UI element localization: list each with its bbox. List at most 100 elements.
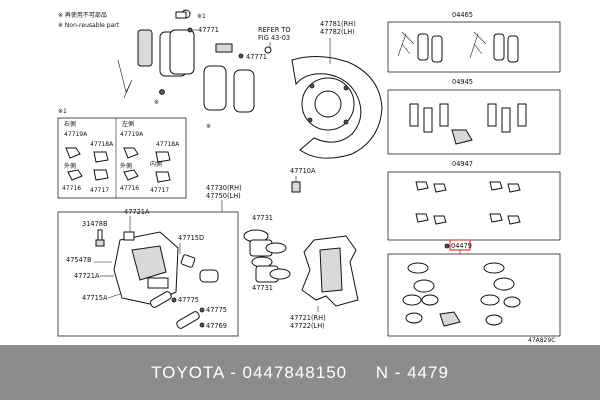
parts-diagram: ※ 再使用不可部品 ※ Non-reusable part ※1 ※ 47771… (57, 9, 561, 344)
kit-04945-number: 04945 (452, 78, 473, 86)
kit-04947-clip-1 (415, 181, 429, 191)
kit-04479-grease (439, 311, 461, 327)
brake-pad-right (233, 69, 255, 113)
inset-l-47718a: 47718A (156, 141, 180, 148)
legend: ※ 再使用不可部品 ※ Non-reusable part ※1 (58, 11, 206, 29)
label-47715d: 47715D (178, 234, 204, 242)
label-47721a-top: 47721A (124, 208, 150, 216)
hole-4 (343, 119, 349, 125)
bleeder-cap (95, 239, 105, 247)
legend-line-1: ※ 再使用不可部品 (58, 11, 107, 19)
hole-3 (307, 117, 313, 123)
inset-l-47717: 47717 (150, 187, 169, 194)
caliper-bracket-assembly: 47721(RH) 47722(LH) (290, 235, 359, 330)
kit-04947-clip-8 (507, 215, 521, 225)
clip-l4 (155, 171, 171, 183)
label-47731-b: 47731 (252, 284, 273, 292)
kit-04465-pad-4 (507, 35, 519, 63)
kit-04479-ring-4 (485, 314, 503, 326)
label-47775-b: 47775 (206, 306, 227, 314)
caliper-assembly-label: 47730(RH) 47750(LH) 47710A (206, 167, 316, 212)
kit-04479-ring-1 (421, 294, 439, 306)
label-47750: 47750(LH) (206, 192, 241, 200)
kit-04945-shim-1 (409, 103, 419, 127)
kit-04465-pad-1 (417, 33, 429, 61)
kit-04947-clip-2 (433, 183, 447, 193)
slide-pin (176, 311, 200, 329)
pad-assembly-rear: 47771 ※ (203, 43, 272, 130)
kit-04947-clip-7 (489, 213, 503, 223)
inset-l-47716: 47716 (120, 185, 139, 192)
kit-04465-pad-2 (431, 35, 443, 63)
bullet-47775-a (171, 297, 177, 303)
inset-r-47719a: 47719A (64, 131, 88, 138)
anti-rattle-spring (117, 59, 133, 99)
kit-04479-boot-2 (483, 262, 505, 274)
label-47769: 47769 (206, 322, 227, 330)
clip-r2 (93, 151, 109, 163)
kit-04947: 04947 (387, 160, 561, 241)
clip-l2 (155, 151, 171, 163)
label-47722: 47722(LH) (290, 322, 325, 330)
kit-04465-pad-3 (493, 33, 505, 61)
label-31478b: 31478B (82, 220, 108, 228)
inset-r-47716: 47716 (62, 185, 81, 192)
inset-l-outer: 外側 (120, 162, 132, 170)
inset-r-47718a: 47718A (90, 141, 114, 148)
figure-code: 47A829C (528, 337, 555, 344)
hole-2 (343, 85, 349, 91)
kit-04465: 04465 (387, 11, 561, 73)
inset-r-outer: 外側 (64, 162, 76, 170)
clip-r3 (67, 169, 83, 181)
part-number-text: TOYOTA - 0447848150 N - 4479 (151, 362, 449, 382)
clip-r4 (93, 169, 109, 181)
kit-04945-shim-4 (487, 103, 497, 127)
inset-box (57, 117, 187, 199)
kit-04465-spring-a (397, 31, 415, 57)
legend-line-2: ※ Non-reusable part (58, 22, 120, 29)
bleeder-screw (97, 229, 103, 241)
brake-pad-inner (169, 29, 195, 75)
kit-04945-shim-6 (517, 103, 527, 127)
kit-04947-box (387, 171, 561, 241)
label-47782: 47782(LH) (320, 28, 355, 36)
kit-04479-number[interactable]: 04479 (451, 242, 472, 250)
hole-1 (309, 83, 315, 89)
pad-shim (137, 29, 153, 67)
caliper-top-lug (123, 231, 135, 241)
legend-mark: ※1 (197, 13, 206, 20)
caliper-body (113, 231, 179, 305)
bullet-47771-b (238, 53, 244, 59)
refer-line-2: FIG 43-03 (258, 34, 290, 42)
label-47721: 47721(RH) (290, 314, 326, 322)
kit-04947-number: 04947 (452, 160, 473, 168)
kit-04479[interactable]: 04479 (387, 239, 561, 337)
kit-04479-seal-3 (493, 277, 515, 291)
slide-pin-boot-a (149, 291, 172, 308)
kit-04947-clip-4 (433, 215, 447, 225)
kit-04479-box (387, 253, 561, 337)
kit-04947-clip-3 (415, 213, 429, 223)
non-reusable-mark: ※ (154, 99, 159, 106)
pad-assembly-front: ※ 47771 (117, 9, 219, 106)
clip-r1 (65, 147, 81, 159)
kit-04465-box (387, 21, 561, 73)
kit-04479-ring-3 (503, 296, 521, 308)
label-47710a: 47710A (290, 167, 316, 175)
part-number-banner: TOYOTA - 0447848150 N - 4479 (0, 345, 600, 400)
piston-boot-a (265, 242, 287, 254)
inset-right-header: 右側 (64, 120, 76, 128)
inset-clip-detail: ※1 右側 左側 47719A 47718A 外側 47716 47717 47… (57, 108, 187, 199)
disc-dust-cover: 47781(RH) 47782(LH) (291, 20, 383, 159)
piston-seal-kit: 47731 47731 (243, 214, 291, 292)
kit-04479-seal-2 (402, 294, 422, 306)
caliper-bracket (147, 277, 169, 289)
kit-04945-grease (451, 129, 473, 145)
bullet-04479 (444, 243, 450, 249)
kit-04947-clip-6 (507, 183, 521, 193)
clip-l3 (123, 169, 139, 181)
bullet-47771-a (187, 27, 193, 33)
kit-04479-seal-1 (413, 279, 435, 293)
wear-indicator (159, 89, 165, 95)
inset-l-47719a: 47719A (120, 131, 144, 138)
